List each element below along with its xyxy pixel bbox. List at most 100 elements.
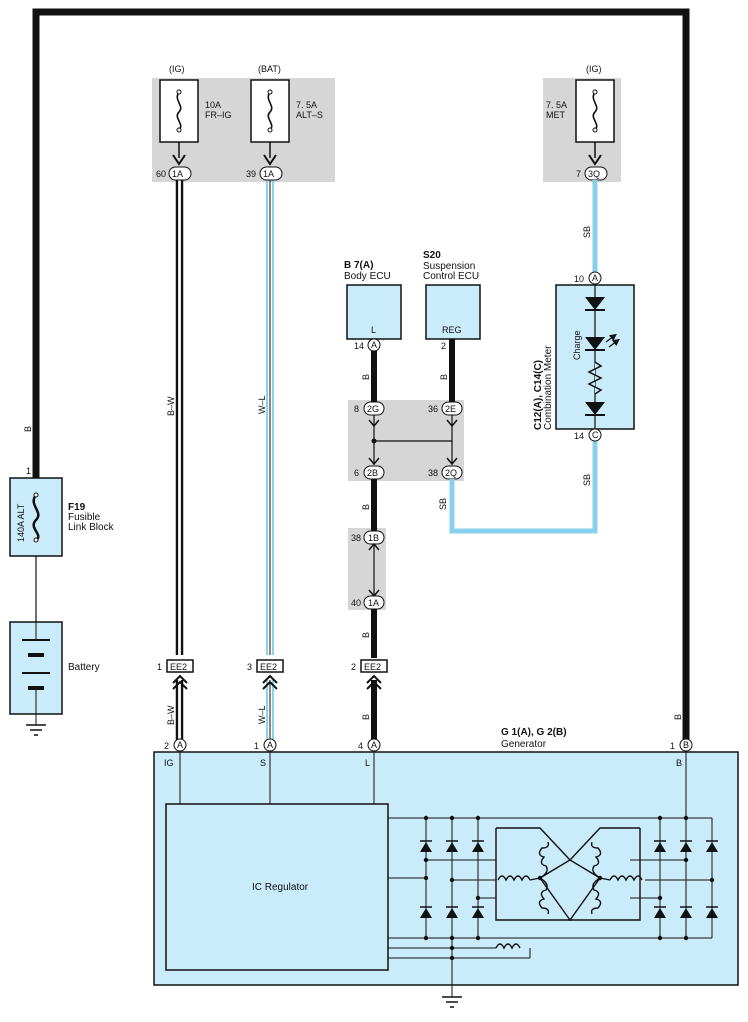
resistor-icon [587, 361, 603, 395]
ic-regulator-label: IC Regulator [252, 882, 309, 893]
fuse-frig-rating: 10A [205, 100, 221, 110]
svg-text:1A: 1A [172, 169, 183, 179]
fuse-met-rating: 7. 5A [546, 100, 567, 110]
wire-b-main [32, 8, 690, 740]
svg-text:2Q: 2Q [445, 468, 457, 478]
generator-code: G 1(A), G 2(B) [501, 727, 567, 738]
svg-text:1A: 1A [368, 598, 379, 608]
field-coil [495, 943, 521, 950]
led-charge-icon [585, 337, 605, 350]
suspension-ecu-line2: Control ECU [423, 271, 479, 282]
stator-winding-left [495, 827, 572, 921]
fusible-link-line1: Fusible [68, 512, 101, 523]
gen-pin-label-ig: IG [164, 758, 174, 768]
fusible-link-symbol [32, 494, 40, 542]
fuse-frig-source: (IG) [169, 64, 185, 74]
connector-2e: 2E [441, 401, 463, 416]
wire-label-wl-top: W–L [257, 395, 267, 414]
fuse-met-num: 7 [576, 169, 581, 179]
suspension-ecu-pin-num: 2 [441, 341, 446, 351]
svg-text:EE2: EE2 [364, 662, 381, 672]
body-ecu [346, 284, 402, 340]
ground-icon [442, 996, 462, 1008]
body-ecu-pin-label: L [371, 325, 376, 335]
svg-text:EE2: EE2 [260, 662, 277, 672]
generator-name: Generator [501, 739, 547, 750]
svg-text:2B: 2B [367, 468, 378, 478]
diode-icon [585, 297, 605, 310]
body-ecu-pin-num: 14 [354, 341, 364, 351]
gen-pin-num-s: 1 [254, 741, 259, 751]
junction-small-num-40: 40 [351, 598, 361, 608]
svg-text:A: A [177, 740, 183, 750]
connector-gen-l: A [367, 738, 381, 752]
connector-gen-s: A [263, 738, 277, 752]
connector-1b: 1B [363, 530, 385, 545]
fuse-frig-symbol [176, 91, 182, 131]
fusible-link-block [9, 477, 63, 557]
fuse-alts-name: ALT–S [296, 110, 323, 120]
meter-bottom-num: 14 [574, 431, 584, 441]
fuse-met-symbol [592, 91, 598, 131]
connector-1a-alts: 1A [259, 166, 283, 181]
wire-label-sb-top: SB [582, 226, 592, 238]
wire-label-b-right: B [673, 714, 683, 720]
diode-row-lower [420, 906, 718, 918]
wire-label-sb-left: SB [438, 498, 448, 510]
meter-code: C12(A), C14(C) [533, 360, 544, 430]
gen-pin-num-ig: 2 [164, 741, 169, 751]
svg-text:B: B [683, 740, 689, 750]
svg-text:2G: 2G [367, 404, 379, 414]
meter-charge-label: Charge [572, 330, 582, 360]
suspension-ecu-code: S20 [423, 250, 441, 261]
fuse-met-name: MET [546, 110, 566, 120]
wire-label-b-mid: B [361, 504, 371, 510]
wire-label-b-susp: B [439, 374, 449, 380]
fuse-alts-symbol [267, 91, 273, 131]
svg-text:3Q: 3Q [588, 169, 600, 179]
wire-label-b-left: B [23, 426, 33, 432]
svg-text:EE2: EE2 [170, 662, 187, 672]
fuse-alts-num: 39 [246, 169, 256, 179]
fuse-met-source: (IG) [586, 64, 602, 74]
wire-label-b-bottom: B [361, 714, 371, 720]
fusible-link-rating: 140A ALT [16, 503, 26, 542]
ee2-num-2: 2 [351, 662, 356, 672]
wire-label-bw-bottom: B–W [166, 705, 176, 725]
connector-c-meter: C [588, 428, 602, 442]
meter-top-num: 10 [574, 274, 584, 284]
meter-name: Combination Meter [543, 345, 554, 430]
body-ecu-code: B 7(A) [344, 260, 373, 271]
gen-pin-label-b: B [676, 758, 682, 768]
svg-text:1A: 1A [263, 169, 274, 179]
fuse-frig-num: 60 [156, 169, 166, 179]
gen-pin-label-s: S [260, 758, 266, 768]
junction-num-8: 8 [354, 404, 359, 414]
wire-label-b-body: B [361, 374, 371, 380]
connector-3q-met: 3Q [584, 166, 608, 181]
connector-ee2-l: EE2 [360, 659, 388, 673]
connector-a-meter: A [588, 271, 602, 285]
junction-num-6: 6 [354, 468, 359, 478]
ee2-num-1: 1 [157, 662, 162, 672]
svg-text:A: A [592, 273, 598, 283]
body-ecu-name: Body ECU [344, 271, 391, 282]
wire-label-wl-bottom: W–L [257, 705, 267, 724]
stator-winding-right [568, 827, 643, 921]
junction-num-36: 36 [428, 404, 438, 414]
connector-2q: 2Q [441, 465, 463, 480]
diode-icon-2 [585, 402, 605, 415]
svg-text:2E: 2E [445, 404, 456, 414]
gen-pin-label-l: L [365, 758, 370, 768]
suspension-ecu-line1: Suspension [423, 261, 475, 272]
gen-pin-num-l: 4 [358, 741, 363, 751]
wire-label-bw-top: B–W [166, 396, 176, 416]
fuse-frig-name: FR–IG [205, 110, 232, 120]
suspension-ecu-pin-label: REG [442, 325, 462, 335]
svg-text:A: A [371, 740, 377, 750]
junction-num-38: 38 [428, 468, 438, 478]
ic-regulator [165, 803, 389, 971]
connector-a-body-ecu: A [367, 338, 381, 352]
junction-small-num-38: 38 [351, 533, 361, 543]
